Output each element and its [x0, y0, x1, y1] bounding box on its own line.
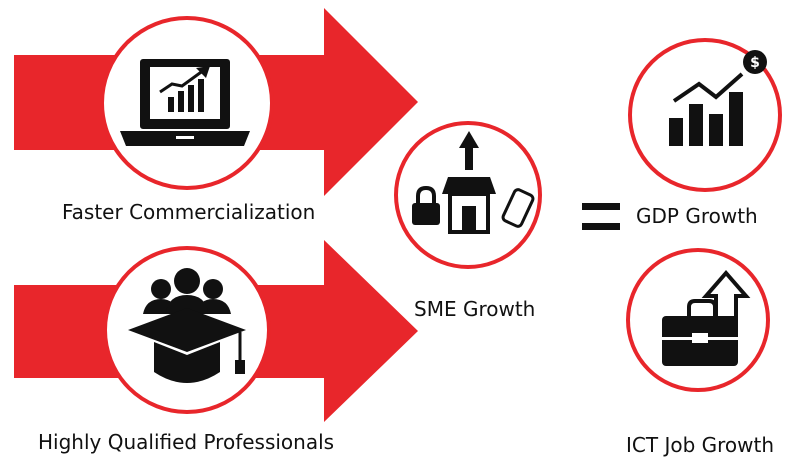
- gdp-growth-label: GDP Growth: [636, 204, 758, 228]
- sme-circle: [394, 121, 542, 269]
- bar-chart-dollar-icon: $: [669, 50, 767, 146]
- briefcase-arrow-icon: [662, 269, 751, 366]
- sme-growth-label: SME Growth: [414, 297, 536, 321]
- graduates-icon: [128, 268, 246, 383]
- smartphone-icon: [501, 188, 535, 228]
- ict-job-growth-label: ICT Job Growth: [626, 433, 775, 457]
- ict-circle: [626, 248, 770, 392]
- laptop-circle: [100, 16, 274, 190]
- padlock-icon: [412, 185, 440, 225]
- svg-text:$: $: [750, 55, 760, 71]
- highly-qualified-professionals-label: Highly Qualified Professionals: [38, 430, 335, 454]
- gdp-circle: $: [628, 38, 782, 192]
- graduates-circle: [103, 246, 271, 414]
- storefront-icon: [442, 131, 496, 234]
- laptop-chart-icon: [120, 59, 250, 146]
- faster-commercialization-label: Faster Commercialization: [62, 200, 316, 224]
- equals-sign: [582, 203, 620, 230]
